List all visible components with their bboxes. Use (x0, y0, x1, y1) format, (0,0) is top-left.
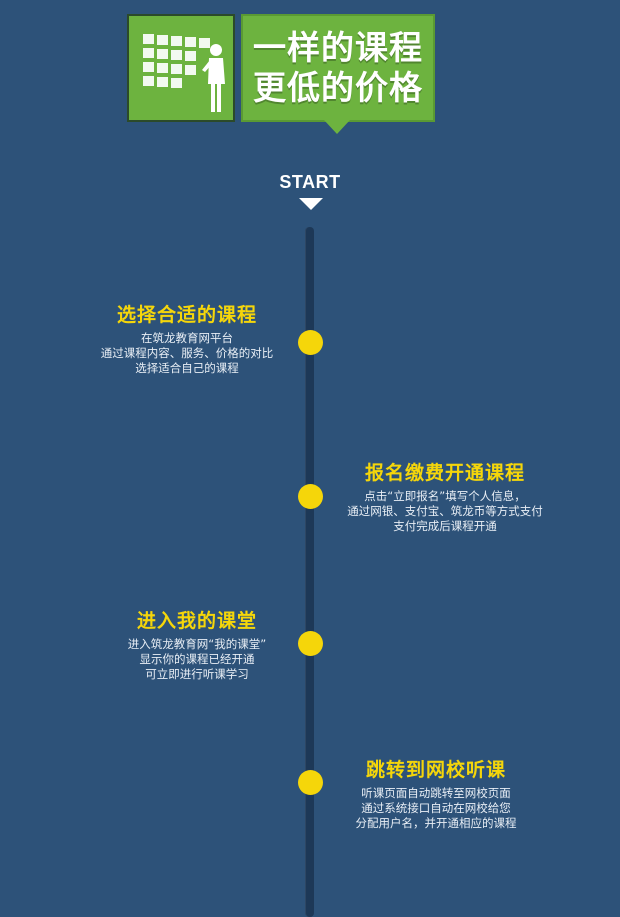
banner-title: 一样的课程 更低的价格 (241, 14, 435, 122)
step-desc-line: 分配用户名，并开通相应的课程 (355, 816, 517, 830)
step-title: 报名缴费开通课程 (364, 462, 525, 484)
step-description: 听课页面自动跳转至网校页面 通过系统接口自动在网校给您 分配用户名，并开通相应的… (316, 786, 556, 831)
timeline-dot-4 (298, 770, 323, 795)
banner-title-line-2: 更低的价格 (253, 68, 423, 107)
step-desc-line: 通过课程内容、服务、价格的对比 (100, 346, 274, 360)
step-title: 进入我的课堂 (136, 610, 257, 632)
step-1: 选择合适的课程 在筑龙教育网平台 通过课程内容、服务、价格的对比 选择适合自己的… (67, 302, 307, 376)
step-4: 跳转到网校听课 听课页面自动跳转至网校页面 通过系统接口自动在网校给您 分配用户… (316, 757, 556, 831)
step-desc-line: 支付完成后课程开通 (393, 519, 497, 533)
timeline-dot-2 (298, 484, 323, 509)
step-description: 进入筑龙教育网“我的课堂” 显示你的课程已经开通 可立即进行听课学习 (77, 637, 317, 682)
timeline-dot-1 (298, 330, 323, 355)
teacher-at-board-icon (127, 14, 235, 122)
step-desc-line: 通过网银、支付宝、筑龙币等方式支付 (347, 504, 543, 518)
step-desc-line: 选择适合自己的课程 (135, 361, 239, 375)
step-title: 跳转到网校听课 (365, 759, 506, 781)
timeline-line (305, 227, 314, 917)
timeline-dot-3 (298, 631, 323, 656)
step-description: 在筑龙教育网平台 通过课程内容、服务、价格的对比 选择适合自己的课程 (67, 331, 307, 376)
banner-title-line-1: 一样的课程 (253, 28, 423, 67)
step-desc-line: 通过系统接口自动在网校给您 (361, 801, 511, 815)
step-title: 选择合适的课程 (116, 304, 257, 326)
start-label: START (279, 172, 341, 192)
step-desc-line: 在筑龙教育网平台 (141, 331, 233, 345)
down-arrow-icon (299, 198, 323, 210)
step-desc-line: 点击“立即报名”填写个人信息， (364, 489, 526, 503)
banner-pointer (324, 120, 350, 134)
header-banner: 一样的课程 更低的价格 (127, 14, 435, 134)
step-2: 报名缴费开通课程 点击“立即报名”填写个人信息， 通过网银、支付宝、筑龙币等方式… (325, 460, 565, 534)
step-3: 进入我的课堂 进入筑龙教育网“我的课堂” 显示你的课程已经开通 可立即进行听课学… (77, 608, 317, 682)
step-desc-line: 可立即进行听课学习 (145, 667, 249, 681)
step-description: 点击“立即报名”填写个人信息， 通过网银、支付宝、筑龙币等方式支付 支付完成后课… (325, 489, 565, 534)
step-desc-line: 进入筑龙教育网“我的课堂” (127, 637, 267, 651)
step-desc-line: 听课页面自动跳转至网校页面 (361, 786, 511, 800)
step-desc-line: 显示你的课程已经开通 (139, 652, 255, 666)
